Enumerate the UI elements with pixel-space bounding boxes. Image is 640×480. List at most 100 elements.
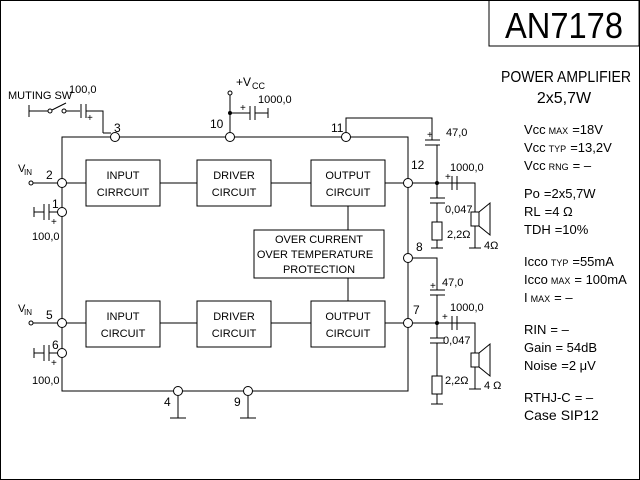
spec-name: Icco (524, 272, 548, 287)
output-circuit-2-label2: CIRCUIT (326, 328, 371, 340)
spec-value: = 100mA (574, 272, 627, 287)
spec-4: RL=4 Ω (524, 204, 573, 219)
driver-circuit-1 (196, 159, 272, 207)
pin-1 (57, 207, 67, 217)
pin-4-label: 4 (164, 395, 171, 409)
driver-circuit-2 (196, 300, 272, 348)
input-circuit-1-label: INPUT (107, 170, 140, 182)
spec-value: =13,2V (570, 140, 612, 155)
spec-name: RL (524, 204, 541, 219)
spec-name: Po (524, 186, 540, 201)
spec-value: SIP12 (561, 407, 599, 423)
driver-circuit-2-label: DRIVER (213, 311, 255, 323)
pin-11 (341, 132, 351, 142)
input-circuit-2 (85, 300, 161, 348)
junction (435, 321, 439, 325)
spec-value: =18V (572, 122, 603, 137)
spec-value: =55mA (572, 254, 614, 269)
vcc-label: +V (236, 75, 251, 89)
muting-switch-icon[interactable] (51, 102, 67, 111)
c-zob1-value: 0,047 (445, 204, 473, 216)
vin1-sub-label: IN (24, 168, 32, 177)
pin-5 (57, 318, 67, 328)
pin-10-label: 10 (210, 117, 224, 131)
spec-sub: TYP (549, 144, 567, 154)
spec-name: Vcc (524, 158, 546, 173)
spec-sub: RNG (549, 162, 569, 172)
pin-1-label: 1 (52, 197, 59, 211)
pin-8-label: 8 (416, 240, 423, 254)
pin-9 (243, 386, 253, 396)
r-zob1-value: 2,2Ω (447, 229, 471, 241)
spec-value: = – (554, 290, 573, 305)
spec-3: Po=2x5,7W (524, 186, 596, 201)
c-pin1-value: 100,0 (32, 231, 60, 243)
wire (86, 110, 104, 133)
polarity-plus: + (240, 103, 246, 114)
pin-3-label: 3 (114, 121, 121, 135)
r-zob2-value: 2,2Ω (445, 375, 469, 387)
input-circuit-1-label2: CIRRCUIT (97, 187, 150, 199)
polarity-plus: + (442, 312, 448, 323)
spec-value: =10% (555, 222, 589, 237)
spec-5: TDH =10% (524, 222, 589, 237)
protection-label-3: PROTECTION (283, 264, 355, 276)
c-boot1-value: 47,0 (446, 127, 467, 139)
pin-2 (57, 178, 67, 188)
c-zob2-value: 0,047 (443, 335, 471, 347)
polarity-plus: + (87, 113, 93, 124)
c-boot2-value: 47,0 (442, 277, 463, 289)
vin2-terminal (28, 320, 34, 326)
input-circuit-2-label2: CIRCUIT (101, 328, 146, 340)
spec-name: RTHJ-C (524, 390, 571, 405)
pin-11-label: 11 (331, 121, 344, 135)
pin-12 (403, 178, 413, 188)
pin-7-label: 7 (413, 303, 420, 317)
spec-name: Icco (524, 254, 548, 269)
speaker-2-icon (470, 342, 491, 378)
switch-contact (61, 108, 67, 114)
spec-10: Gain= 54dB (524, 340, 597, 355)
polarity-plus: + (51, 217, 57, 228)
wire (457, 322, 476, 353)
spec-name: Noise (524, 358, 557, 373)
spec-name: Vcc (524, 122, 546, 137)
polarity-plus: + (430, 281, 436, 292)
spec-12: RTHJ-C= – (524, 390, 594, 405)
protection-label-1: OVER CURRENT (275, 234, 363, 246)
spec-name: TDH (524, 222, 551, 237)
output-circuit-2-label: OUTPUT (325, 311, 371, 323)
spec-name: RIN (524, 322, 546, 337)
spec-sub: MAX (549, 126, 569, 136)
spec-9: RIN= – (524, 322, 570, 337)
driver-circuit-1-label: DRIVER (213, 170, 255, 182)
vcc-sub-label: CC (252, 81, 265, 91)
pin-6 (57, 348, 67, 358)
spec-name: Vcc (524, 140, 546, 155)
vin1-label: V (18, 163, 26, 175)
c-pin6-value: 100,0 (32, 375, 60, 387)
spec-name: Gain (524, 340, 551, 355)
title-box (488, 0, 640, 47)
output-circuit-2 (310, 300, 386, 348)
driver-circuit-2-label2: CIRCUIT (212, 328, 257, 340)
subtitle-line2: 2x5,7W (537, 90, 592, 107)
pin-12-label: 12 (411, 158, 425, 172)
vin1-terminal (28, 180, 34, 186)
polarity-plus: + (427, 130, 433, 141)
spec-11: Noise =2 μV (524, 358, 596, 373)
wire (413, 257, 438, 290)
spec-sub: MAX (551, 276, 571, 286)
protection-block (253, 229, 385, 279)
spec-value: =2 μV (561, 358, 596, 373)
speaker-1-icon (470, 201, 491, 237)
pin-6-label: 6 (52, 338, 59, 352)
subtitle-line1: POWER AMPLIFIER (501, 69, 631, 86)
speaker-1-value: 4Ω (484, 240, 498, 252)
c-out1-value: 1000,0 (450, 162, 484, 174)
